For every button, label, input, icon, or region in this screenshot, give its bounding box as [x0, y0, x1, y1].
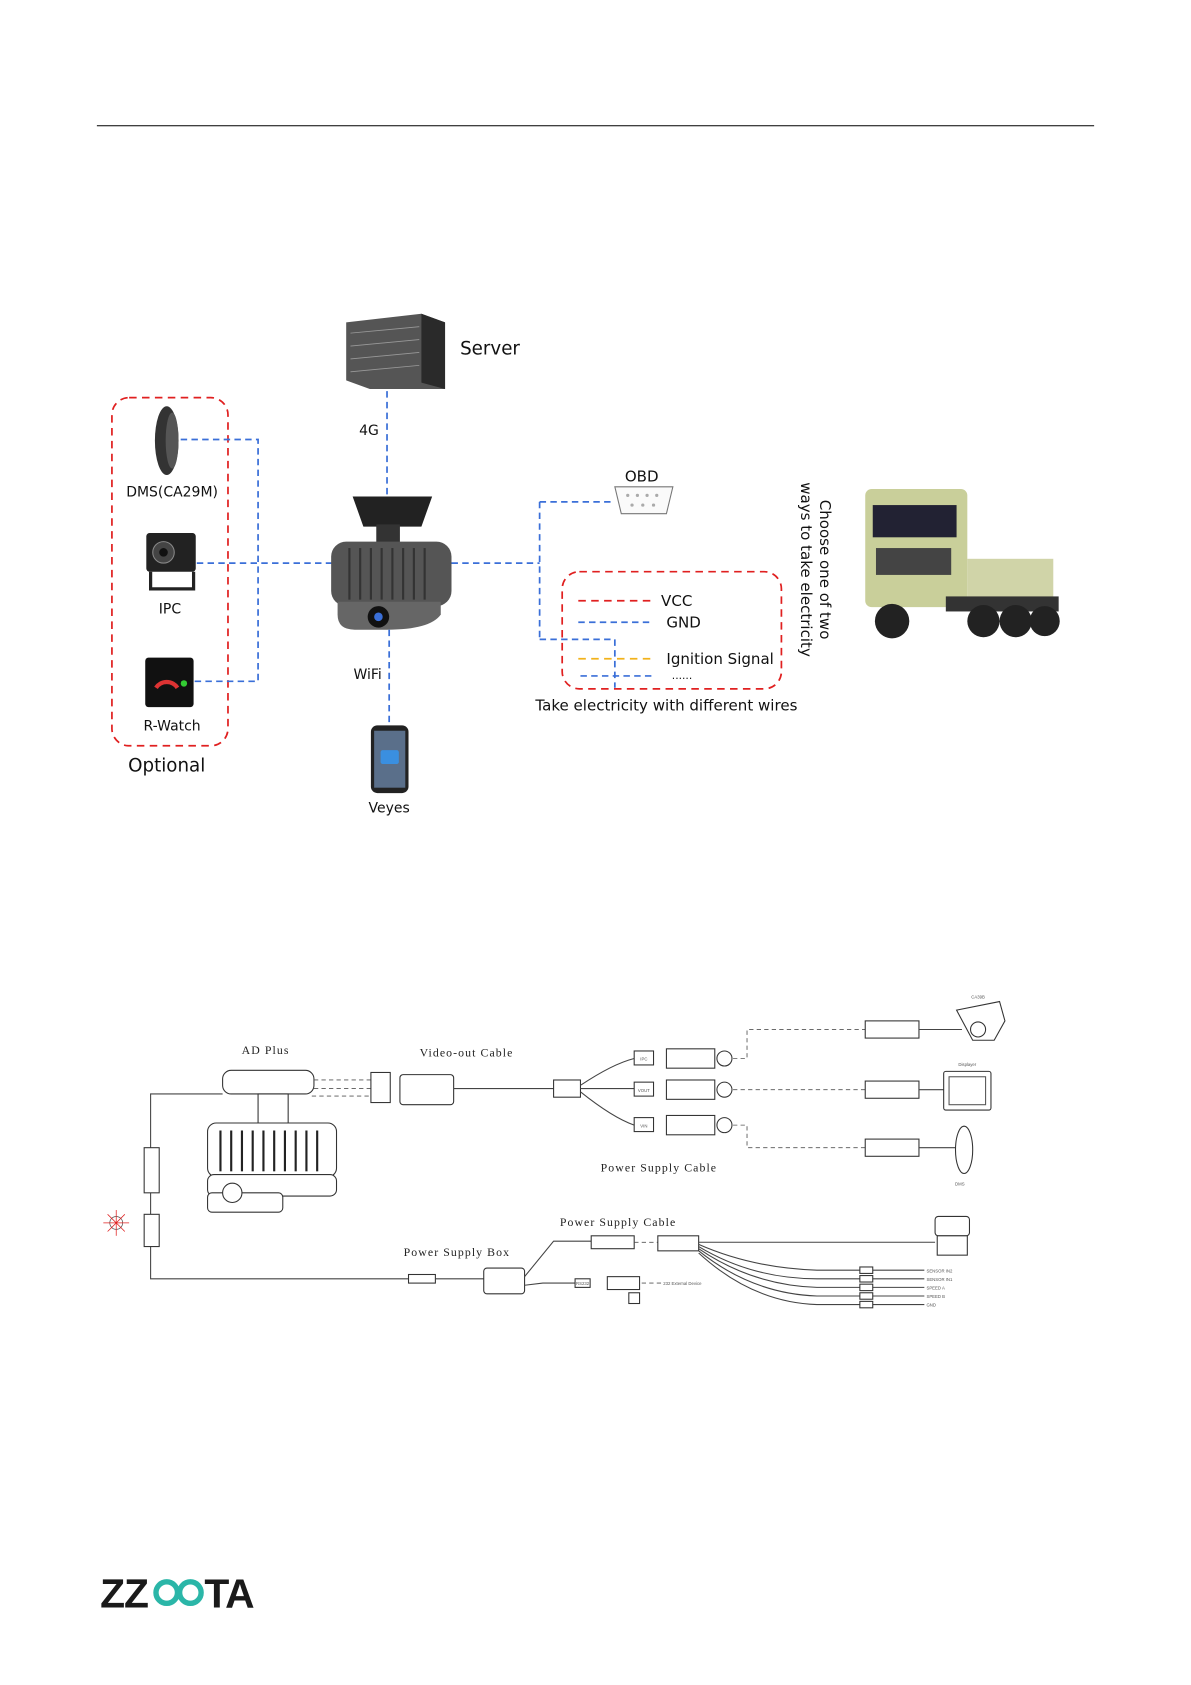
rs232-connector: [574, 1278, 591, 1288]
rs232-pin-icon: [628, 1292, 641, 1305]
port-label: VIN: [640, 1123, 647, 1128]
port-vout: VOUT: [633, 1079, 733, 1100]
svg-text:TA: TA: [204, 1571, 254, 1617]
harness-wires: [698, 1243, 925, 1309]
peripheral-plugs: [864, 1020, 920, 1157]
video-out-cable-label: Video-out Cable: [420, 1045, 514, 1059]
wire-label: ......: [672, 669, 692, 682]
ad-plus-device-drawing: [207, 1069, 338, 1213]
harness-label: SPEED A: [926, 1286, 944, 1291]
port-vin: VIN: [633, 1114, 733, 1136]
obd-connector-icon: [614, 486, 674, 515]
dms-camera-icon: [154, 406, 179, 475]
harness-label: SENSOR IN1: [926, 1277, 953, 1282]
ca39b-camera-icon: [955, 1000, 1006, 1041]
optional-label: Optional: [128, 756, 205, 777]
r-watch-icon: [145, 657, 194, 708]
ipc-camera-icon: [146, 533, 196, 591]
displayer-label: Displayer: [958, 1062, 976, 1067]
pinout-icon: [103, 1210, 130, 1236]
harness-label: SPEED B: [926, 1294, 945, 1299]
power-supply-box-label: Power Supply Box: [404, 1245, 510, 1259]
optional-device-label: IPC: [159, 602, 181, 618]
svg-text:ZZ: ZZ: [100, 1571, 148, 1617]
video-out-dashes: [311, 1079, 371, 1097]
box-input-plug: [407, 1273, 436, 1284]
inline-connector: [143, 1213, 160, 1248]
peripheral-cables: [918, 1028, 962, 1149]
power-supply-box: [483, 1267, 526, 1295]
phone-icon: [370, 725, 409, 794]
ad-plus-label: AD Plus: [242, 1043, 290, 1057]
rs232-plug: [606, 1276, 641, 1291]
optional-device-label: R-Watch: [144, 719, 201, 735]
dms-label: DMS: [955, 1181, 965, 1186]
harness-label: GND: [926, 1303, 936, 1308]
video-out-connector: [370, 1071, 391, 1104]
power-note-line2: ways to take electricity: [797, 482, 815, 657]
port-label: IPC: [640, 1057, 647, 1062]
obd-label: OBD: [625, 467, 659, 485]
wire-label: GND: [666, 614, 700, 632]
app-label: Veyes: [369, 800, 410, 816]
dms-rwatch-link-line: [180, 438, 259, 683]
external-device-label: 232 External Device: [663, 1281, 702, 1286]
wires-group-box: [561, 570, 783, 690]
power-note-line1: Choose one of two: [816, 500, 834, 640]
server-icon: [346, 313, 446, 390]
wire-label: Ignition Signal: [666, 650, 773, 668]
obd-plug-icon: [934, 1215, 971, 1256]
server-label: Server: [460, 339, 520, 360]
video-out-plug: [399, 1074, 455, 1106]
optional-group-box: [111, 396, 229, 747]
box-output-cables: [524, 1240, 592, 1286]
truck-image: [865, 488, 1060, 639]
power-supply-cable-label: Power Supply Cable: [601, 1160, 717, 1174]
displayer-icon: [943, 1070, 992, 1111]
cable-connector: [590, 1235, 635, 1250]
peripheral-dashes: [733, 1029, 866, 1149]
harness-connector: [657, 1235, 700, 1252]
power-link-lines: [451, 500, 616, 688]
splitter: [553, 1079, 581, 1098]
port-ipc: IPC: [633, 1048, 733, 1069]
power-note: Choose one of two ways to take electrici…: [797, 482, 834, 657]
wires-caption: Take electricity with different wires: [534, 696, 797, 714]
dms-icon: [954, 1125, 974, 1175]
power-supply-cable-label: Power Supply Cable: [560, 1215, 676, 1229]
link-4g-label: 4G: [359, 423, 379, 439]
zzoota-logo: ZZ TA: [100, 1571, 255, 1617]
wifi-label: WiFi: [354, 667, 382, 683]
wire-label: VCC: [661, 592, 692, 610]
split-cables: [580, 1057, 635, 1126]
harness-label: SENSOR IN2: [926, 1268, 953, 1273]
ca39b-label: CA39B: [971, 994, 985, 999]
optional-device-label: DMS(CA29M): [126, 484, 218, 500]
inline-connector: [143, 1147, 160, 1194]
dashcam-device-icon: [331, 496, 452, 630]
rs232-label: RS232: [576, 1281, 590, 1286]
port-label: VOUT: [638, 1088, 650, 1093]
